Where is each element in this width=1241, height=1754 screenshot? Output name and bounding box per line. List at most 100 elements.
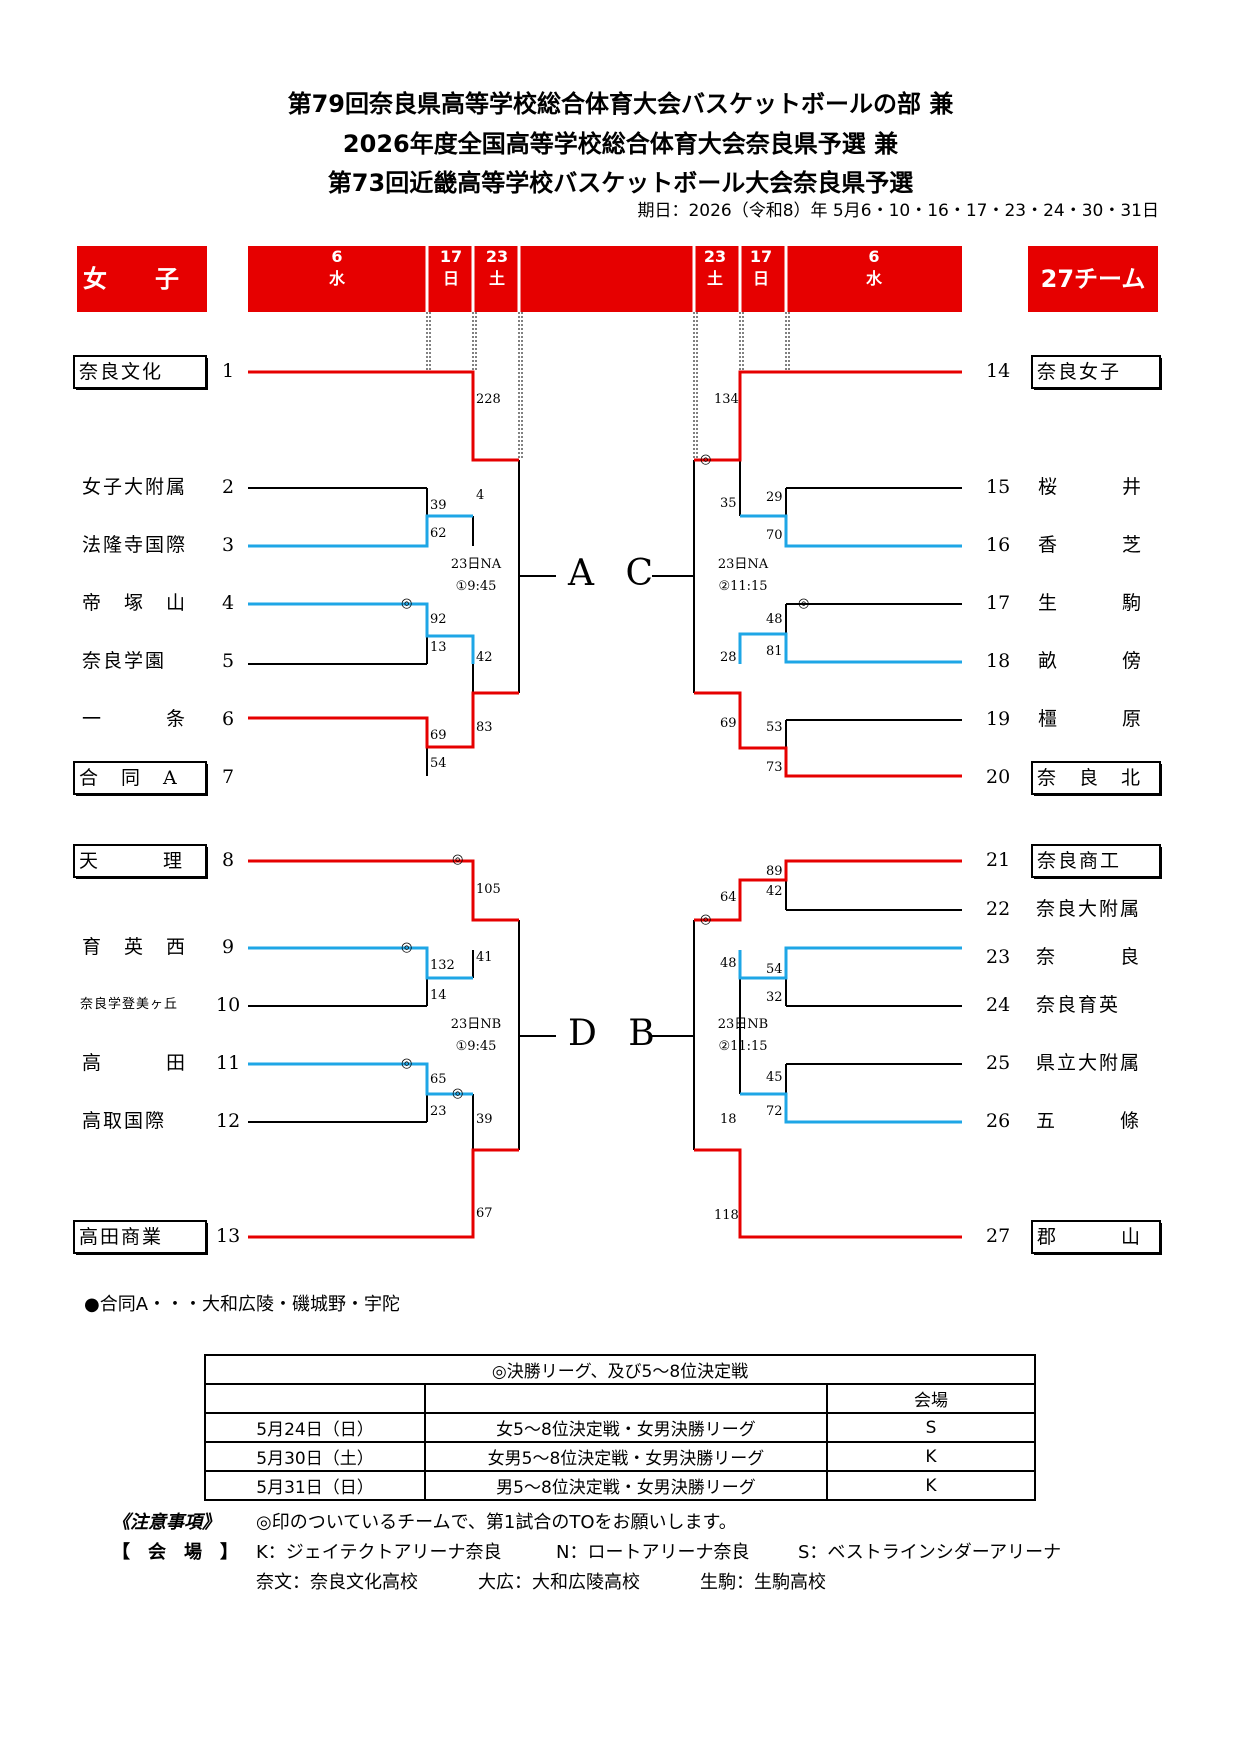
left-team-3: 法隆寺国際	[82, 534, 188, 556]
score: 73	[766, 760, 783, 775]
score: 64	[720, 890, 737, 905]
score: 39	[476, 1112, 493, 1127]
event-dates: 期日：2026（令和8）年 5月6・10・16・17・23・24・30・31日	[637, 201, 1159, 221]
left-team-2: 女子大附属	[82, 476, 188, 498]
venue-k: K：ジェイテクトアリーナ奈良	[256, 1542, 502, 1563]
right-team-16: 香 芝	[1038, 534, 1144, 556]
left-team-11: 高 田	[82, 1052, 188, 1074]
right-seed-19: 19	[986, 708, 1011, 730]
left-seed-3: 3	[222, 534, 235, 556]
left-seed-6: 6	[222, 708, 235, 730]
score: 29	[766, 490, 783, 505]
to-mark-icon: ◎	[401, 1056, 413, 1071]
schedule-date: 5月30日（土）	[204, 1441, 426, 1472]
right-seed-15: 15	[986, 476, 1011, 498]
title-line-3: 第73回近畿高等学校バスケットボール大会奈良県予選	[327, 169, 914, 197]
right-team-19: 橿 原	[1038, 708, 1144, 730]
right-seed-24: 24	[986, 994, 1011, 1016]
right-seed-14: 14	[986, 360, 1011, 382]
schedule-venue: K	[826, 1441, 1036, 1472]
score: 35	[720, 496, 737, 511]
schedule-event: 女5～8位決定戦・女男決勝リーグ	[424, 1412, 828, 1443]
score: 67	[476, 1206, 493, 1221]
venue-narabunka: 奈文：奈良文化高校	[256, 1572, 418, 1593]
left-team-8: 天 理	[73, 844, 207, 878]
left-seed-11: 11	[216, 1052, 241, 1074]
left-seed-2: 2	[222, 476, 235, 498]
score: 89	[766, 864, 783, 879]
score: 39	[430, 498, 447, 513]
finals-schedule-table: ◎決勝リーグ、及び5～8位決定戦 会場 5月24日（日） 女5～8位決定戦・女男…	[204, 1354, 1036, 1501]
right-seed-26: 26	[986, 1110, 1011, 1132]
to-mark-icon: ◎	[700, 912, 712, 927]
left-seed-10: 10	[216, 994, 241, 1016]
right-team-27: 郡 山	[1031, 1220, 1161, 1254]
score: 48	[766, 612, 783, 627]
right-team-23: 奈 良	[1036, 946, 1142, 968]
to-mark-icon: ◎	[452, 1086, 464, 1101]
caution-text: ◎印のついているチームで、第1試合のTOをお願いします。	[256, 1512, 737, 1533]
score: 69	[430, 728, 447, 743]
left-team-6: 一 条	[82, 708, 188, 730]
schedule-date: 5月31日（日）	[204, 1470, 426, 1501]
right-seed-21: 21	[986, 849, 1011, 871]
score: 54	[430, 756, 447, 771]
left-team-9: 育 英 西	[82, 936, 188, 958]
caution-label: 《注意事項》	[112, 1512, 220, 1533]
schedule-caption: ◎決勝リーグ、及び5～8位決定戦	[204, 1354, 1036, 1385]
to-mark-icon: ◎	[700, 452, 712, 467]
venue-ikoma: 生駒：生駒高校	[700, 1572, 826, 1593]
right-seed-20: 20	[986, 766, 1011, 788]
right-team-24: 奈良育英	[1036, 994, 1121, 1016]
left-team-10: 奈良学登美ヶ丘	[80, 997, 179, 1012]
score: 28	[720, 650, 737, 665]
score: 132	[430, 958, 455, 973]
left-seed-7: 7	[222, 766, 235, 788]
score: 4	[476, 488, 485, 503]
score: 81	[766, 644, 783, 659]
right-seed-17: 17	[986, 592, 1011, 614]
team-count-label: 27チーム	[1028, 246, 1158, 312]
left-seed-9: 9	[222, 936, 235, 958]
score: 62	[430, 526, 447, 541]
left-team-12: 高取国際	[82, 1110, 167, 1132]
left-seed-12: 12	[216, 1110, 241, 1132]
score: 13	[430, 640, 447, 655]
score: 53	[766, 720, 783, 735]
table-row: 5月31日（日） 男5～8位決定戦・女男決勝リーグ K	[204, 1470, 1036, 1501]
score: 72	[766, 1104, 783, 1119]
schedule-date: 5月24日（日）	[204, 1412, 426, 1443]
title-line-2: 2026年度全国高等学校総合体育大会奈良県予選 兼	[342, 130, 899, 158]
title-line-1: 第79回奈良県高等学校総合体育大会バスケットボールの部 兼	[287, 90, 954, 118]
score: 48	[720, 956, 737, 971]
right-team-17: 生 駒	[1038, 592, 1144, 614]
score: 70	[766, 528, 783, 543]
schedule-header-venue: 会場	[826, 1383, 1036, 1414]
left-seed-5: 5	[222, 650, 235, 672]
right-team-22: 奈良大附属	[1036, 898, 1142, 920]
left-seed-4: 4	[222, 592, 235, 614]
score: 83	[476, 720, 493, 735]
right-team-18: 畝 傍	[1038, 650, 1144, 672]
left-team-13: 高田商業	[73, 1220, 207, 1254]
score: 105	[476, 882, 501, 897]
table-row: 5月24日（日） 女5～8位決定戦・女男決勝リーグ S	[204, 1412, 1036, 1443]
left-seed-8: 8	[222, 849, 235, 871]
venue-oohiro: 大広：大和広陵高校	[478, 1572, 640, 1593]
score: 14	[430, 988, 447, 1003]
score: 41	[476, 950, 493, 965]
left-seed-1: 1	[222, 360, 235, 382]
left-team-4: 帝 塚 山	[82, 592, 188, 614]
schedule-venue: S	[826, 1412, 1036, 1443]
score: 18	[720, 1112, 737, 1127]
right-seed-16: 16	[986, 534, 1011, 556]
right-team-21: 奈良商工	[1031, 844, 1161, 878]
